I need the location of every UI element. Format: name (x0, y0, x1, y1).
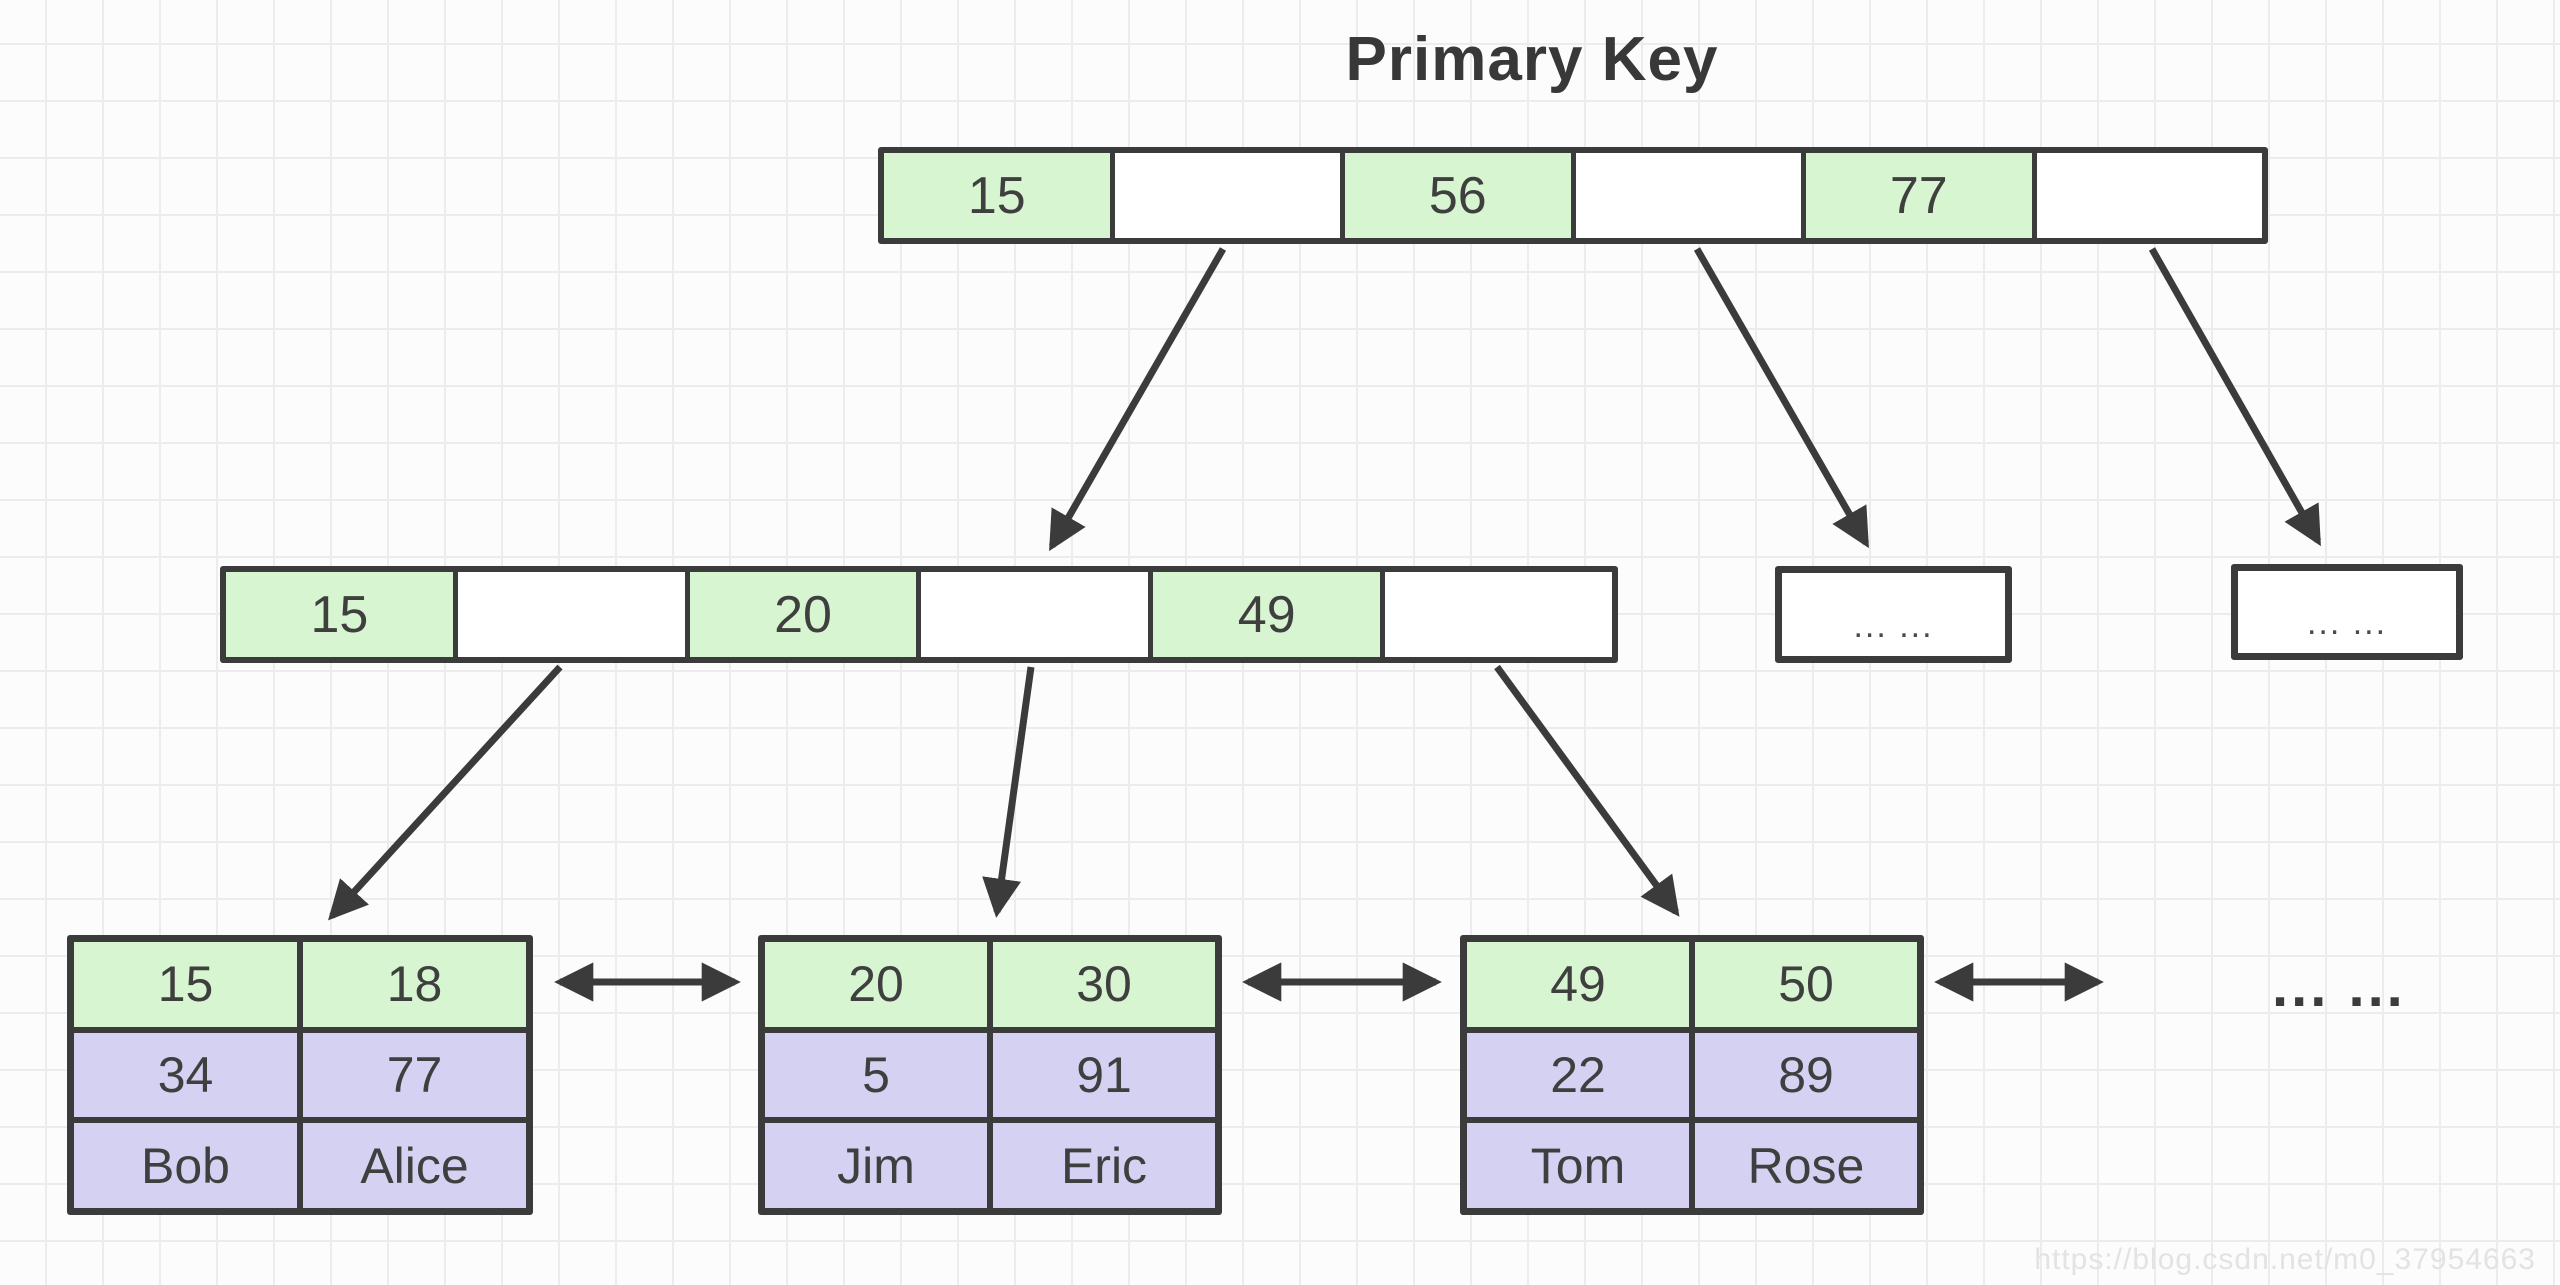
key-cell: 20 (689, 572, 917, 657)
diagram-title: Primary Key (1345, 25, 1719, 94)
leaf-data-cell: Rose (1695, 1123, 1917, 1208)
key-cell: 15 (884, 153, 1110, 238)
arrow-root-to-internal (1048, 247, 1227, 552)
pointer-cell (457, 572, 685, 657)
leaf-key-cell: 49 (1467, 942, 1689, 1027)
pointer-cell (1575, 153, 1801, 238)
leaf-data-cell: Jim (765, 1123, 987, 1208)
leaf-data-cell: 77 (303, 1032, 526, 1118)
pointer-cell (1385, 572, 1612, 657)
leaf-key-cell: 20 (765, 942, 987, 1027)
pointer-cell (921, 572, 1149, 657)
leaf-data-cell: Alice (303, 1123, 526, 1208)
leaf-node-2: 20 30 5 91 Jim Eric (758, 935, 1222, 1215)
arrow-internal-to-leaf-1 (328, 664, 563, 921)
arrow-internal-to-leaf-2 (982, 666, 1035, 918)
leaf-data-cell: Tom (1467, 1123, 1689, 1208)
pointer-cell (1114, 153, 1340, 238)
leaf-key-cell: 50 (1695, 942, 1917, 1027)
leaf-data-cell: 89 (1695, 1032, 1917, 1118)
key-cell: 77 (1806, 153, 2032, 238)
btree-ellipsis-node-1: ... ... (1775, 566, 2012, 663)
btree-root-node: 15 56 77 (878, 147, 2268, 244)
leaf-ellipsis-text: ... ... (2272, 954, 2406, 1019)
btree-ellipsis-node-2: ... ... (2231, 564, 2463, 660)
key-cell: 56 (1345, 153, 1571, 238)
key-cell: 49 (1153, 572, 1381, 657)
leaf-key-cell: 15 (74, 942, 297, 1027)
btree-internal-node: 15 20 49 (220, 566, 1618, 663)
leaf-node-3: 49 50 22 89 Tom Rose (1460, 935, 1924, 1215)
leaf-key-cell: 30 (993, 942, 1215, 1027)
leaf-key-cell: 18 (303, 942, 526, 1027)
arrow-internal-to-leaf-3 (1494, 664, 1680, 917)
leaf-node-1: 15 18 34 77 Bob Alice (67, 935, 533, 1215)
leaf-data-cell: 5 (765, 1032, 987, 1118)
leaf-data-cell: 22 (1467, 1032, 1689, 1118)
watermark-url: https://blog.csdn.net/m0_37954663 (2034, 1243, 2536, 1276)
leaf-data-cell: Bob (74, 1123, 297, 1208)
arrow-root-to-ellipsis-1 (1693, 247, 1870, 549)
leaf-data-cell: Eric (993, 1123, 1215, 1208)
pointer-cell (2036, 153, 2262, 238)
arrow-root-to-ellipsis-2 (2148, 247, 2322, 547)
leaf-data-cell: 91 (993, 1032, 1215, 1118)
leaf-data-cell: 34 (74, 1032, 297, 1118)
key-cell: 15 (226, 572, 453, 657)
